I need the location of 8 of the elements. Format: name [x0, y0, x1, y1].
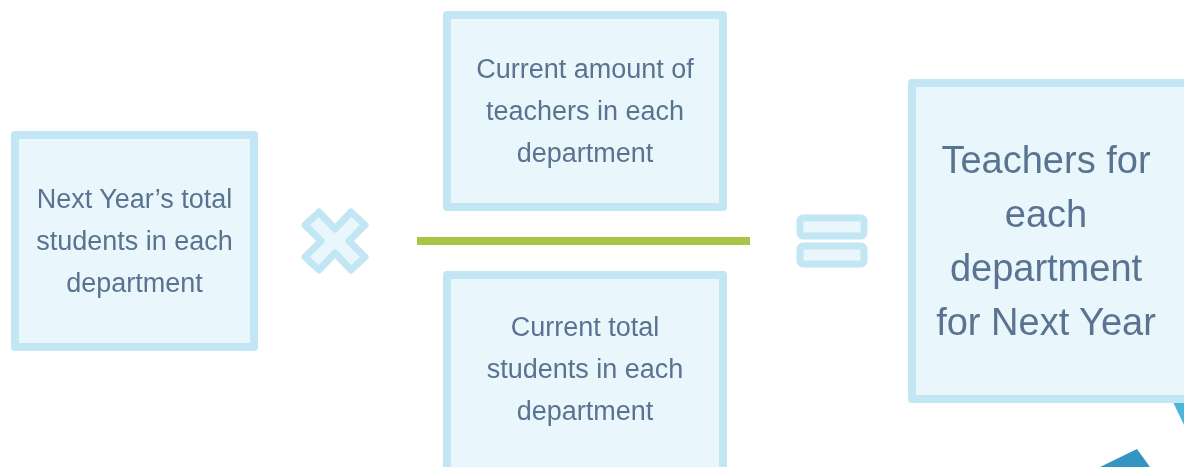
box-text: Current amount of teachers in each department — [475, 53, 695, 170]
text-box — [908, 79, 1184, 403]
text-box — [443, 271, 727, 467]
box-text: Next Year’s total students in each department — [35, 183, 234, 300]
text-box — [443, 11, 727, 211]
box-text: Current total students in each department — [485, 311, 685, 428]
text-box — [11, 131, 258, 351]
box-text: Teachers for each department for Next Year — [935, 138, 1157, 345]
